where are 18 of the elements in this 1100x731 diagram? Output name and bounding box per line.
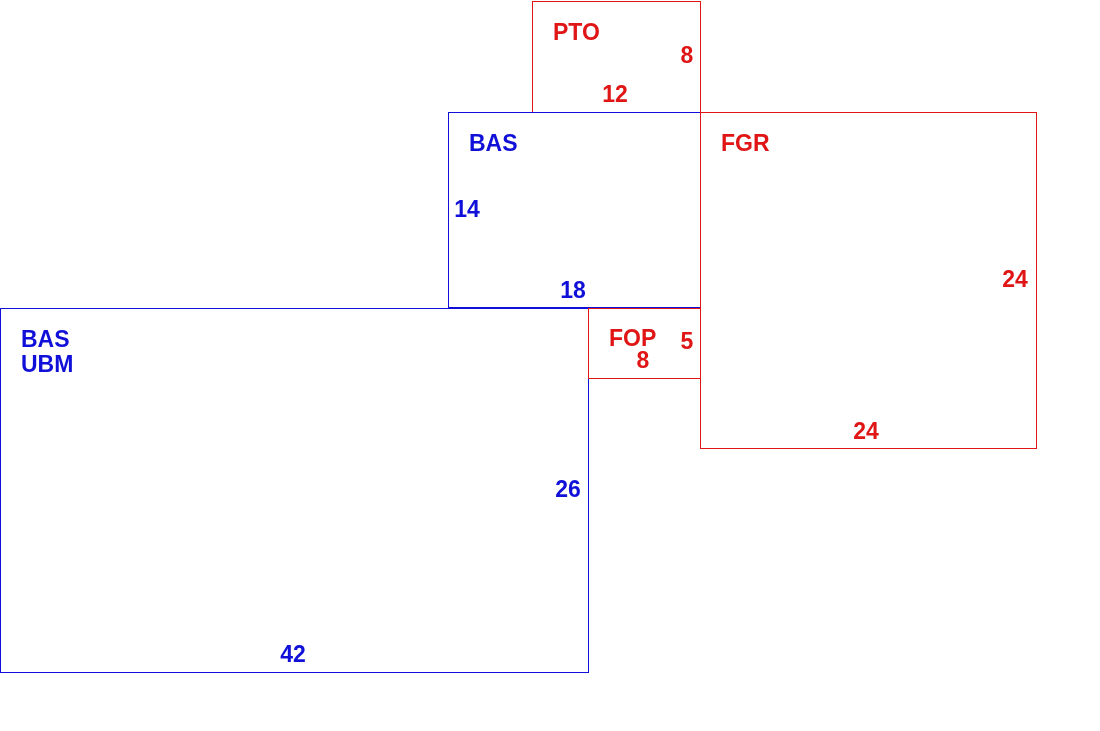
dimension-label: 8 xyxy=(680,42,694,68)
room-outline xyxy=(0,308,589,673)
dimension-label: 26 xyxy=(555,476,581,502)
dimension-label: 18 xyxy=(560,277,586,303)
room-outline xyxy=(700,112,1037,449)
room-outline xyxy=(448,112,701,308)
dimension-label: 42 xyxy=(280,641,306,667)
room-outline xyxy=(588,308,701,379)
dimension-label: 24 xyxy=(1002,266,1028,292)
dimension-label: 24 xyxy=(853,418,879,444)
room-name: BAS UBM xyxy=(21,327,75,377)
room-name: BAS xyxy=(469,131,519,156)
room-name: FGR xyxy=(721,131,771,156)
room-name: PTO xyxy=(553,20,601,45)
dimension-label: 12 xyxy=(602,81,628,107)
dimension-label: 14 xyxy=(454,196,480,222)
room-outline xyxy=(532,1,701,113)
dimension-label: 5 xyxy=(680,328,694,354)
